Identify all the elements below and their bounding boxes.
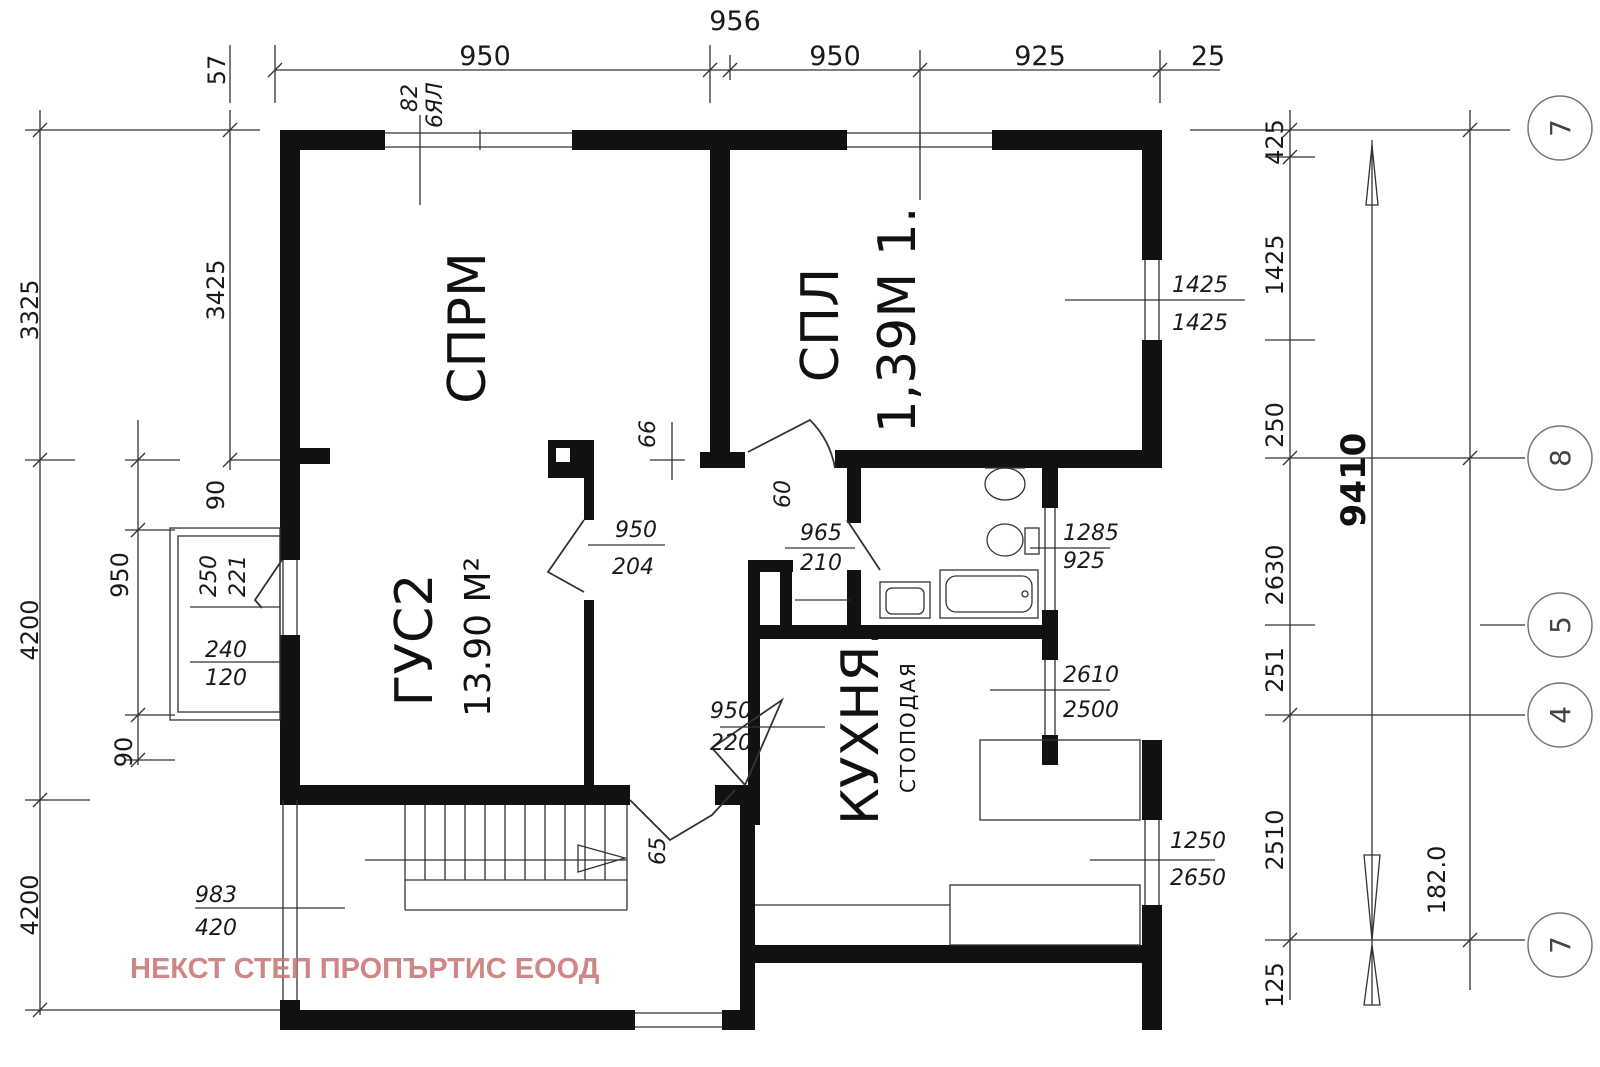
dim-left-inner-3: 950	[106, 552, 134, 598]
opening-10-top: 250	[197, 555, 222, 597]
chimney-hole	[556, 448, 570, 462]
dim-left-inner-2: 90	[202, 480, 230, 511]
dim-right-2: 1425	[1261, 234, 1289, 295]
opening-7-bottom: 220	[710, 731, 752, 756]
opening-1-top: 82	[398, 84, 423, 112]
dim-top-4: 25	[1191, 41, 1225, 72]
opening-label-2: 1425 1425	[1172, 273, 1228, 336]
axis-marker-4: 4	[1527, 682, 1593, 748]
dim-left-3: 4200	[16, 874, 44, 935]
axis-label-1: 7	[1544, 119, 1577, 137]
axis-label-2: 8	[1544, 449, 1577, 467]
opening-label-5: 1285 925	[1063, 521, 1119, 574]
opening-9-bottom: 420	[195, 916, 237, 941]
watermark: НЕКСТ СТЕП ПРОПЪРТИС ЕООД	[130, 953, 600, 985]
room-area-living: 13.90 М²	[458, 557, 499, 717]
axis-label-5: 7	[1544, 936, 1577, 954]
room-area-bedroom2: 1,39М 1.	[868, 207, 928, 434]
opening-label-11: 240 120	[205, 638, 247, 691]
opening-2-top: 1425	[1172, 273, 1228, 298]
axis-marker-5: 7	[1527, 912, 1593, 978]
opening-10-bottom: 221	[226, 555, 251, 597]
opening-3-top: 950	[615, 518, 657, 543]
opening-6-top: 2610	[1063, 663, 1119, 688]
kitchen-fixtures	[755, 599, 1141, 946]
opening-9-top: 983	[195, 883, 237, 908]
dim-left-2: 4200	[16, 599, 44, 660]
stairs	[365, 805, 628, 911]
dim-right-7: 125	[1261, 962, 1289, 1008]
opening-6-bottom: 2500	[1063, 698, 1119, 723]
opening-8-top: 1250	[1170, 829, 1226, 854]
opening-4-bottom: 210	[800, 551, 842, 576]
opening-label-9: 983 420	[195, 883, 237, 941]
opening-4-top: 965	[800, 521, 842, 546]
left-dimension-lines	[25, 110, 290, 1018]
dim-right-5: 251	[1261, 647, 1289, 693]
leader-lines	[190, 110, 1245, 909]
dim-right-4: 2630	[1261, 544, 1289, 605]
opening-3-bottom: 204	[612, 555, 654, 580]
axis-marker-1: 7	[1527, 95, 1593, 161]
dim-left-1: 3325	[16, 279, 44, 340]
room-name-kitchen: КУХНЯ.	[831, 629, 891, 825]
door-stub-label: 66	[636, 420, 661, 448]
opening-label-6: 2610 2500	[1063, 663, 1119, 723]
dim-top-total: 956	[709, 6, 761, 37]
balcony	[169, 527, 281, 721]
dim-left-inner-1: 3425	[202, 259, 230, 320]
room-sub-kitchen: СТОПОДАЯ	[896, 661, 920, 793]
opening-label-8: 1250 2650	[1170, 829, 1226, 891]
doors	[253, 418, 881, 842]
axis-label-4: 4	[1544, 706, 1577, 724]
opening-2-bottom: 1425	[1172, 311, 1228, 336]
axis-marker-2: 8	[1527, 425, 1593, 491]
axis-marker-3: 5	[1527, 592, 1593, 658]
opening-5-top: 1285	[1063, 521, 1119, 546]
room-name-bedroom: СПРМ	[438, 252, 498, 404]
dim-right-bottom: 182.0	[1423, 846, 1451, 915]
opening-label-1: 82 6ЯЛ	[398, 82, 448, 128]
door-label-a: 60	[771, 480, 796, 508]
opening-8-bottom: 2650	[1170, 866, 1226, 891]
opening-5-bottom: 925	[1063, 549, 1105, 574]
dim-top-1: 950	[459, 41, 511, 72]
opening-11-top: 240	[205, 638, 247, 663]
opening-11-bottom: 120	[205, 666, 247, 691]
dim-left-inner-4: 90	[110, 737, 138, 768]
opening-label-7: 950 220	[710, 699, 752, 756]
dim-right-3: 250	[1261, 402, 1289, 448]
windows	[282, 130, 1160, 1028]
dim-right-1: 425	[1261, 119, 1289, 165]
dim-top-left: 57	[203, 55, 231, 86]
top-dimension-lines	[229, 45, 1220, 110]
dim-right-total: 9410	[1334, 433, 1374, 528]
opening-label-10: 250 221	[197, 555, 251, 597]
dim-top-3: 925	[1014, 41, 1066, 72]
opening-label-3: 950 204	[612, 518, 657, 580]
dim-top-2: 950	[809, 41, 861, 72]
room-name-living: ГУС2	[385, 574, 445, 707]
opening-1-bottom: 6ЯЛ	[423, 82, 448, 128]
axis-label-3: 5	[1544, 616, 1577, 634]
right-dimension-lines	[1190, 110, 1525, 1006]
door-label-b: 65	[646, 837, 671, 865]
bathroom-fixtures	[879, 467, 1040, 619]
opening-7-top: 950	[710, 699, 752, 724]
walls	[280, 130, 1162, 1030]
dim-right-6: 2510	[1261, 809, 1289, 870]
opening-label-4: 965 210	[800, 521, 842, 576]
room-name-bedroom2: СПЛ	[791, 268, 851, 383]
